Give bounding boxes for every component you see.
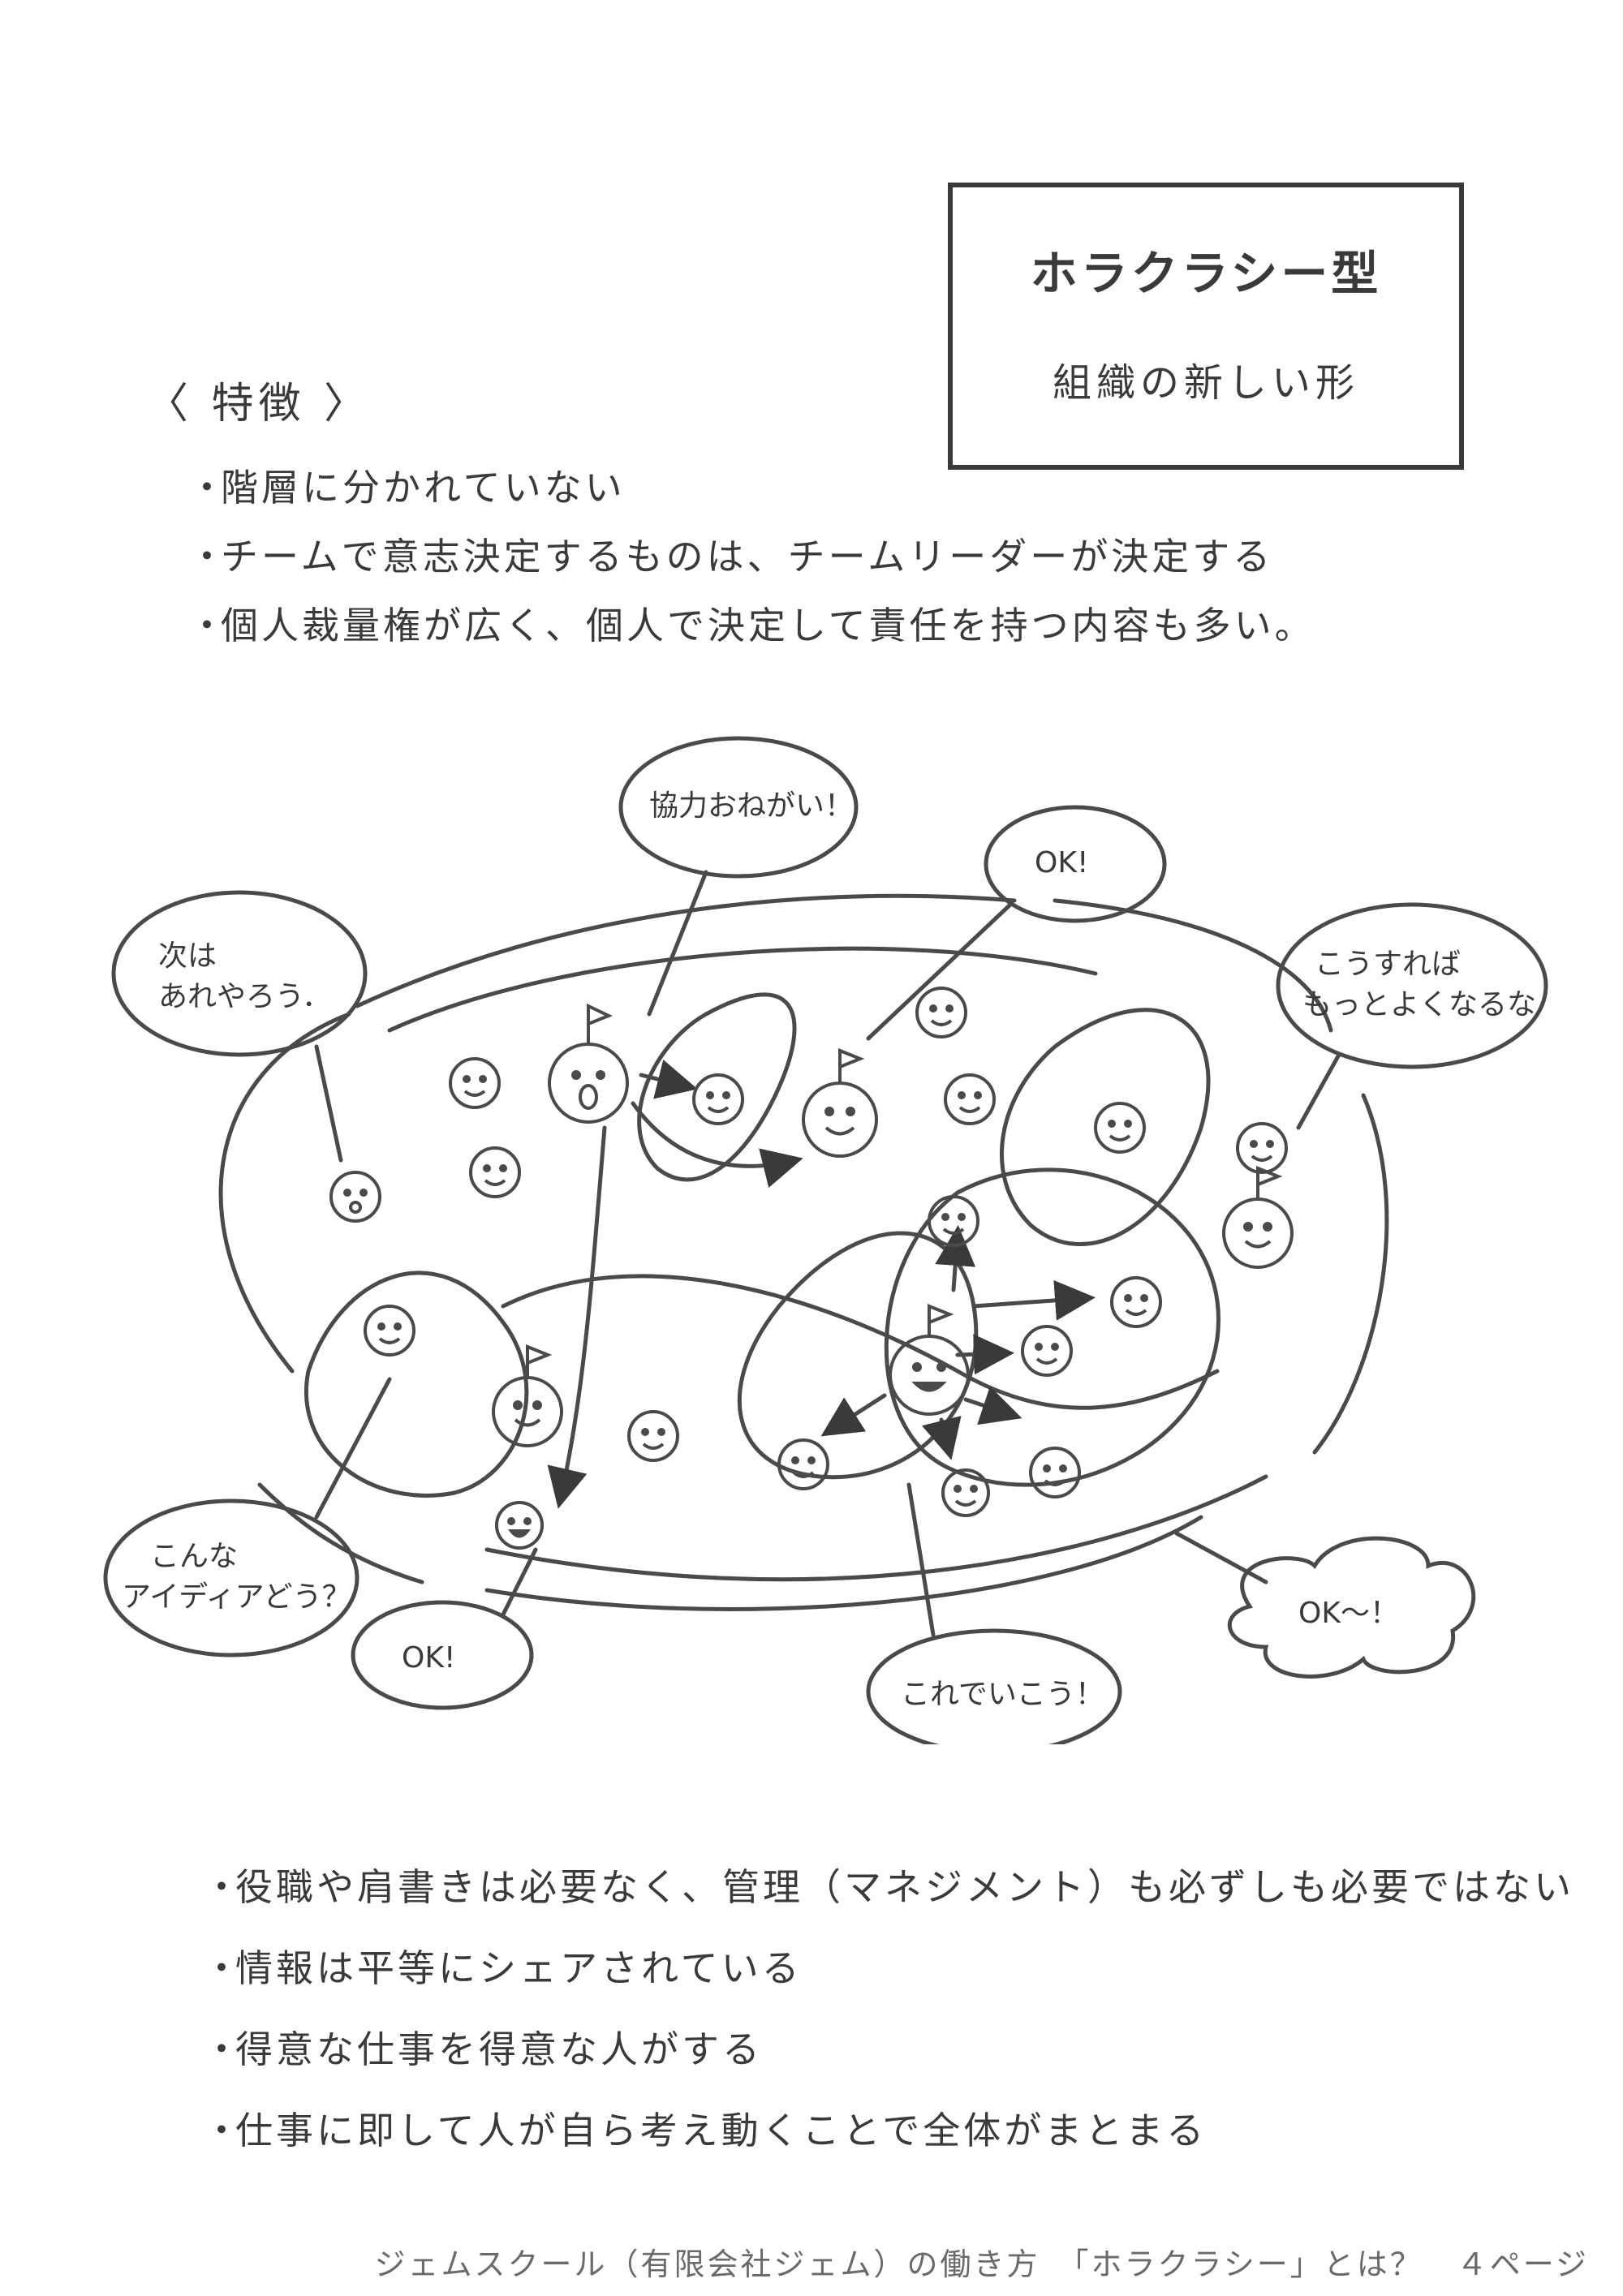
characteristic-item-text: 役職や肩書きは必要なく、管理（マネジメント）も必ずしも必要ではない [235,1865,1574,1909]
person-face [941,1468,990,1517]
speech-bubble [1276,902,1548,1069]
holacracy-diagram: 次は あれやろう． 協力おねがい！ OK! こうすれば もっとよくなるな こんな… [0,706,1623,1744]
feature-item-text: 個人裁量権が広く、個人で決定して責任を持つ内容も多い。 [221,604,1315,647]
outer-ring [218,1012,351,1374]
speech-bubble [111,890,368,1057]
person-face [449,1057,501,1109]
speech-bubble [103,1498,359,1658]
person-face [1021,1325,1073,1377]
team-loop [304,1271,529,1498]
outer-ring [257,1482,424,1584]
team-loop [637,992,797,1182]
page-subtitle: 組織の新しい形 [1052,360,1359,406]
arrow [922,1416,962,1460]
person-face [915,987,967,1038]
arrow [955,1334,1014,1375]
person-face [1110,1276,1162,1328]
speech-bubble [618,736,859,879]
diagram-svg: 次は あれやろう． 協力おねがい！ OK! こうすれば もっとよくなるな こんな… [103,736,1548,1744]
bubble-text: もっとよくなるな [1302,988,1536,1021]
outer-ring [484,1515,1203,1611]
arrow [935,1225,976,1292]
features-heading: 〈 特徴 〉 [146,380,372,428]
person-face [1236,1122,1288,1174]
arrow [963,1386,1022,1425]
person-face [627,1410,679,1462]
feature-item-text: 階層に分かれていない [221,466,626,510]
page-title: ホラクラシー型 [1030,246,1382,301]
person-face [692,1073,744,1125]
bubble-text: こうすれば [1315,948,1461,981]
page-footer: ジェムスクール（有限会社ジェム）の働き方 「ホラクラシー」とは？ ４ページ [374,2247,1589,2282]
feature-item: ・階層に分かれていない [188,466,626,510]
inner-ring [387,946,1098,1033]
bubble-text: OK! [402,1641,455,1675]
characteristic-item-text: 仕事に即して人が自ら考え動くことで全体がまとまる [235,2109,1208,2152]
person-face [469,1146,521,1198]
characteristic-item: ・情報は平等にシェアされている [203,1946,803,1990]
outer-ring [1053,898,1333,1033]
person-face [329,1171,381,1223]
bubble-text: こんな [150,1540,238,1573]
person-face [777,1438,829,1490]
person-face [1094,1102,1146,1154]
characteristic-item-text: 得意な仕事を得意な人がする [235,2027,763,2071]
team-loop [885,1167,1220,1487]
bubble-text: 次は [158,939,217,973]
leader-face [802,1048,878,1158]
bubble-text: OK～！ [1298,1597,1399,1630]
arrow [971,1279,1096,1321]
feature-item-text: チームで意志決定するものは、チームリーダーが決定する [221,535,1274,578]
characteristic-item-text: 情報は平等にシェアされている [235,1946,803,1990]
inner-ring [484,1474,1268,1582]
outer-ring [1312,1093,1389,1455]
title-box [948,183,1464,470]
team-loop [737,1231,979,1480]
person-face [495,1501,544,1550]
arrow [547,1125,607,1509]
person-face [1029,1447,1081,1498]
bubble-text: OK! [1035,846,1088,879]
bubble-text: あれやろう． [158,980,331,1013]
feature-item: ・チームで意志決定するものは、チームリーダーが決定する [188,535,1274,578]
speech-bubble [866,1628,1122,1744]
characteristic-item: ・仕事に即して人が自ら考え動くことで全体がまとまる [203,2109,1208,2152]
bubble-text: これでいこう！ [901,1678,1104,1711]
characteristic-item: ・得意な仕事を得意な人がする [203,2027,763,2071]
speech-bubble [984,805,1167,923]
bubble-text: 協力おねがい！ [649,789,854,823]
speech-bubble [351,1600,534,1710]
team-loop [999,1008,1211,1247]
person-face [928,1195,979,1247]
leader-face [548,1003,629,1124]
leader-face [889,1304,970,1416]
person-face [364,1305,415,1357]
arrow [631,1101,803,1188]
leader-face [492,1344,563,1447]
arrow [820,1393,887,1437]
arrow [639,1060,698,1099]
team-loop [501,1274,1220,1410]
person-face [944,1073,996,1125]
leader-face [1222,1166,1294,1269]
bubble-text: アイディアどう？ [122,1580,351,1614]
characteristic-item: ・役職や肩書きは必要なく、管理（マネジメント）も必ずしも必要ではない [203,1865,1574,1909]
feature-item: ・個人裁量権が広く、個人で決定して責任を持つ内容も多い。 [188,604,1315,647]
speech-bubble-cloud [1227,1536,1476,1679]
